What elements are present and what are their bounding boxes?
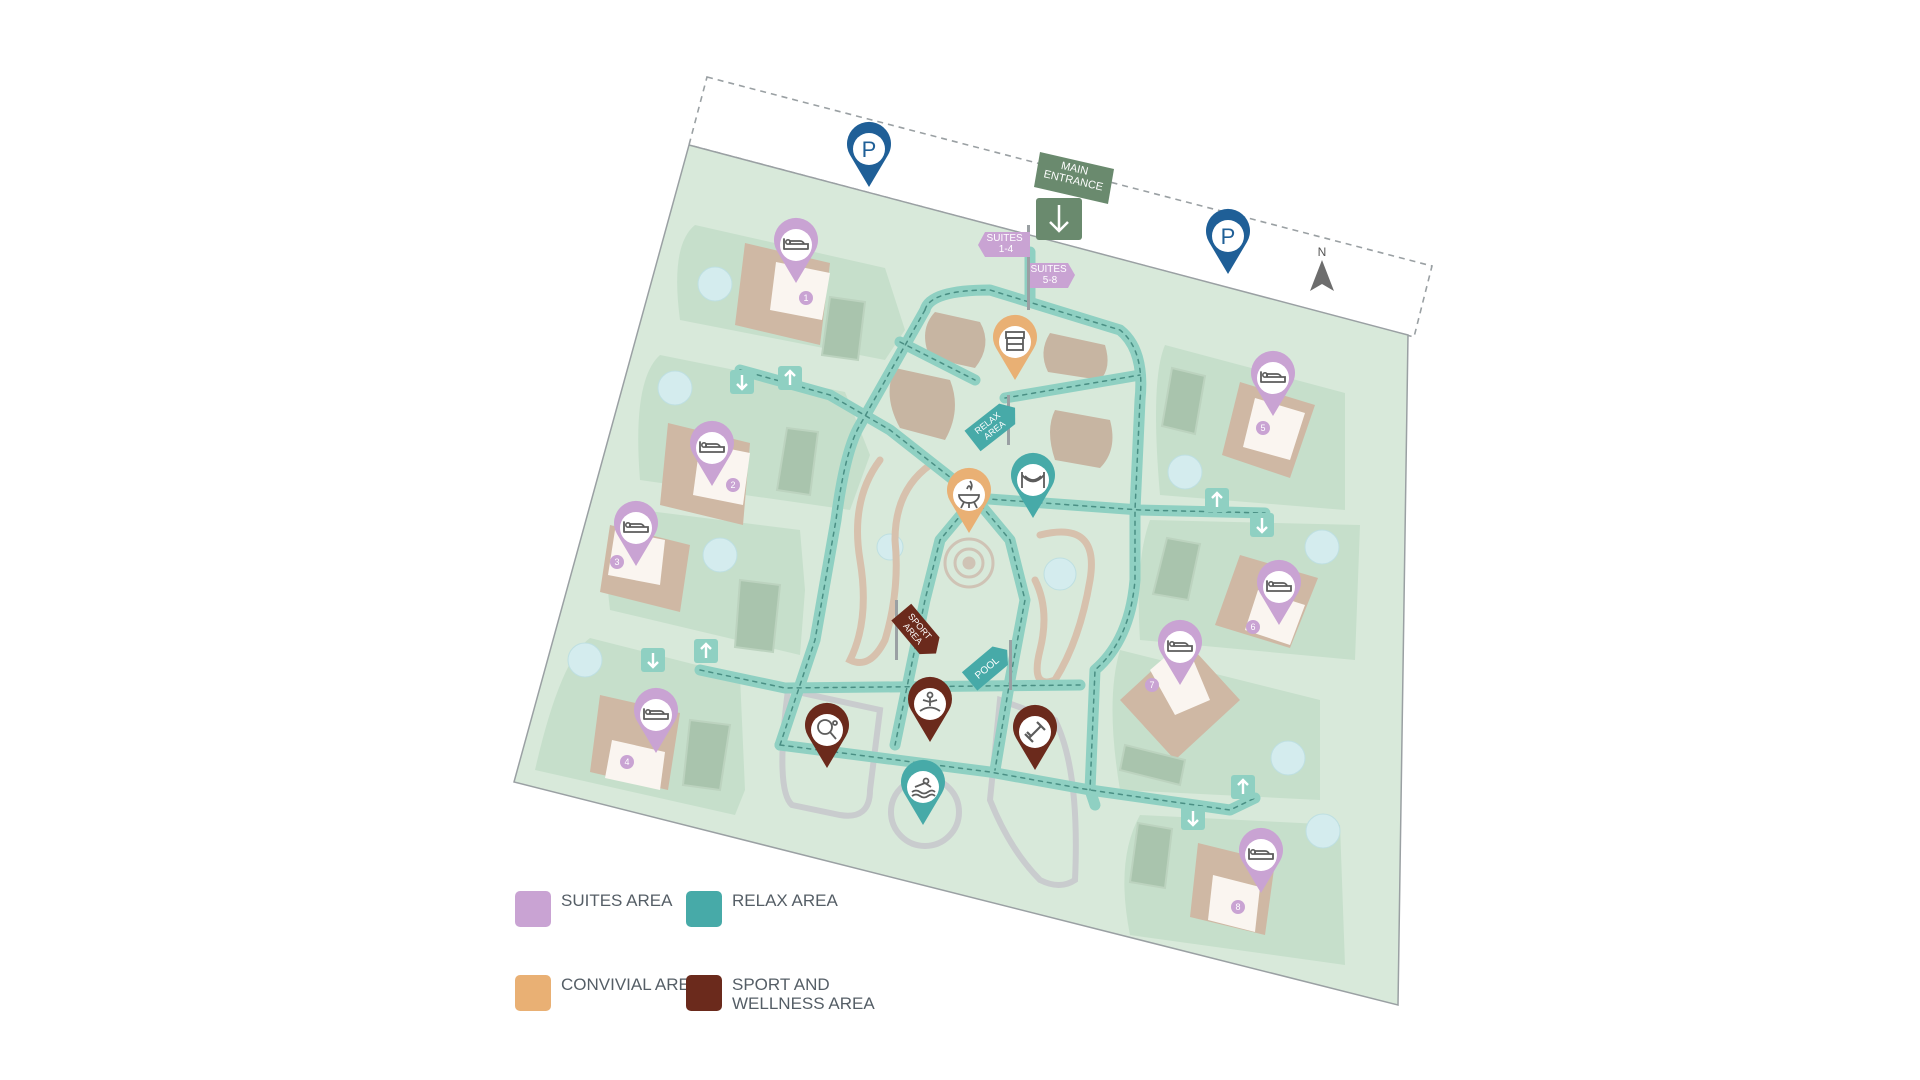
suite-pin[interactable] [634,687,678,753]
ping-pong-pin[interactable] [805,702,849,768]
parking-label: P [862,137,877,162]
suites-sign-2-line2: 5-8 [1043,275,1058,286]
legend-suites: SUITES AREA [515,891,672,927]
suites-sign-1-line2: 1-4 [999,244,1014,255]
green-gardens [681,295,1207,890]
central-plots [889,312,1113,468]
kiosk-icon [1005,331,1025,351]
suite-number-3: 3 [614,557,619,567]
suite-number-4: 4 [624,757,629,767]
suite-pin[interactable] [1257,559,1301,625]
garden-swirls [845,456,1095,686]
north-label: N [1318,245,1327,259]
legend-label-suites: SUITES AREA [561,891,673,910]
north-arrow-icon [1310,260,1334,291]
suites-signpost: SUITES 1-4 SUITES 5-8 [978,225,1075,310]
suite-number-6: 6 [1250,622,1255,632]
legend-label-relax: RELAX AREA [732,891,838,910]
legend-label-convivial: CONVIVIAL AREA [561,975,702,994]
hammock-icon [1021,472,1045,488]
yoga-icon [919,691,941,712]
barbecue-pin[interactable] [947,467,991,533]
compass: N [1310,245,1334,291]
kiosk-pin[interactable] [993,314,1037,380]
parking-pin[interactable]: P [847,121,891,187]
barbecue-icon [958,480,980,509]
direction-arrows [641,366,1274,830]
suites-sign-1-line1: SUITES [987,233,1023,244]
svg-text:SUITES 1-4: SUITES 1-4 [987,233,1026,255]
suite-number-8: 8 [1235,902,1240,912]
legend-convivial: CONVIVIAL AREA [515,975,701,1011]
suite-pin[interactable] [1239,827,1283,893]
svg-text:SUITES 5-8: SUITES 5-8 [1031,264,1070,286]
suite-pin[interactable] [1251,350,1295,416]
yoga-pin[interactable] [908,676,952,742]
legend-swatch-relax [686,891,722,927]
main-entrance-sign: MAIN ENTRANCE [1034,152,1114,240]
entrance-arrow-icon [1049,205,1069,233]
ponds [567,266,1341,849]
legend-label-sport: SPORT AND WELLNESS AREA [732,975,875,1013]
legend-swatch-suites [515,891,551,927]
fountain [943,537,995,589]
pool-signpost: POOL [961,640,1012,691]
legend-swatch-convivial [515,975,551,1011]
suite-number-1: 1 [803,293,808,303]
hammock-pin[interactable] [1011,452,1055,518]
swimming-icon [911,777,936,799]
suite-pin[interactable] [614,500,658,566]
suite-pin[interactable] [774,217,818,283]
dumbbell-icon [1024,721,1046,743]
parking-pin[interactable]: P [1206,208,1250,274]
suites-sign-2-line1: SUITES [1031,264,1067,275]
suite-pin[interactable] [690,420,734,486]
suite-number-7: 7 [1149,680,1154,690]
dumbbell-pin[interactable] [1013,704,1057,770]
suite-pin[interactable] [1158,619,1202,685]
swimming-pin[interactable] [901,759,945,825]
legend-relax: RELAX AREA [686,891,838,927]
legend-sport: SPORT AND WELLNESS AREA [686,975,892,1013]
ping-pong-icon [817,719,838,740]
suite-number-2: 2 [730,480,735,490]
sport-area-signpost: SPORT AREA [891,600,940,660]
parking-label: P [1221,224,1236,249]
suite-number-5: 5 [1260,423,1265,433]
legend-swatch-sport [686,975,722,1011]
suite-number-badges: 1 2 3 4 5 6 7 8 [610,291,1270,914]
